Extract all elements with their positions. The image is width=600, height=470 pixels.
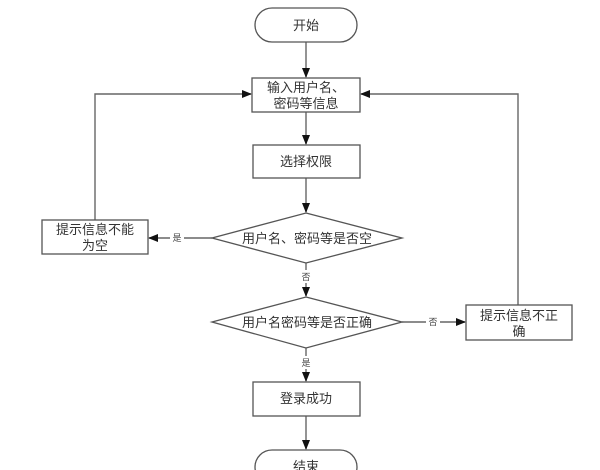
edge-empty-msg-loop: [94, 90, 252, 220]
node-input-line-2: 密码等信息: [273, 96, 338, 112]
node-wrong-msg-line-1: 提示信息不正: [480, 308, 558, 324]
node-success: 登录成功: [252, 381, 361, 417]
edge-check-empty-yes: 是: [148, 231, 212, 244]
node-empty-msg: 提示信息不能 为空: [41, 219, 149, 255]
node-empty-msg-line-2: 为空: [82, 239, 108, 254]
node-start-text: 开始: [293, 19, 319, 34]
edge-label-no: 否: [301, 272, 310, 283]
edge-label-yes: 是: [301, 358, 310, 369]
node-check-correct-text: 用户名密码等是否正确: [242, 315, 372, 331]
edge-label-yes: 是: [172, 233, 181, 244]
edge-wrong-msg-loop: [360, 90, 519, 305]
node-select: 选择权限: [252, 144, 361, 179]
node-select-text: 选择权限: [280, 154, 332, 170]
edge-check-empty-no: 否: [299, 263, 313, 297]
node-empty-msg-line-1: 提示信息不能: [56, 222, 134, 238]
node-check-correct: 用户名密码等是否正确: [209, 296, 405, 349]
node-check-empty-text: 用户名、密码等是否空: [242, 231, 372, 247]
node-end-text: 结束: [293, 460, 319, 470]
edge-label-no: 否: [428, 317, 437, 328]
node-input-line-1: 输入用户名、: [267, 80, 345, 96]
node-input: 输入用户名、 密码等信息: [251, 77, 361, 113]
node-success-text: 登录成功: [280, 392, 332, 407]
node-end: 结束: [254, 449, 358, 470]
node-wrong-msg: 提示信息不正 确: [465, 304, 573, 341]
edge-check-correct-yes: 是: [299, 348, 313, 382]
node-check-empty: 用户名、密码等是否空: [209, 212, 405, 264]
node-wrong-msg-line-2: 确: [512, 325, 525, 340]
node-start: 开始: [254, 7, 358, 43]
edge-check-correct-no: 否: [402, 315, 466, 328]
